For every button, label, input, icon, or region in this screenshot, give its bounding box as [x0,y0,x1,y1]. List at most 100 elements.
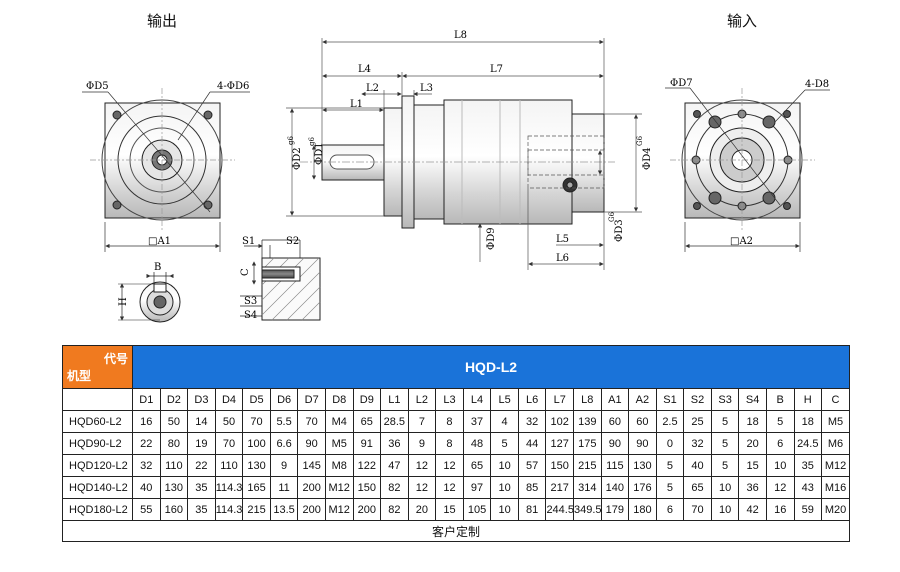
value-cell: 13.5 [269,498,299,521]
value-cell: 6.6 [269,432,299,455]
column-header-h: H [793,388,823,411]
dim-h: H [118,297,129,306]
value-cell: 35 [793,454,823,477]
column-header-l6: L6 [517,388,547,411]
value-cell: 70 [683,498,712,521]
value-cell: 140 [600,476,630,499]
value-cell: 70 [242,410,271,433]
dim-l5: L5 [556,234,569,245]
value-cell: 10 [490,454,519,477]
column-header-l7: L7 [545,388,574,411]
value-cell: 50 [159,410,189,433]
series-title: HQD-L2 [132,345,850,389]
value-cell: M12 [821,454,850,477]
value-cell: 42 [738,498,767,521]
column-header-d4: D4 [214,388,244,411]
value-cell: 200 [297,476,326,499]
value-cell: 70 [297,410,326,433]
column-header-l1: L1 [380,388,409,411]
value-cell: 5.5 [269,410,299,433]
value-cell: 0 [655,432,685,455]
value-cell: 176 [628,476,657,499]
dim-d6: 4-ΦD6 [217,81,249,92]
value-cell: 90 [628,432,657,455]
value-cell: 85 [517,476,547,499]
value-cell: 11 [269,476,299,499]
column-header-b: B [765,388,795,411]
value-cell: 314 [573,476,602,499]
value-cell: M20 [821,498,850,521]
column-header-d5: D5 [242,388,271,411]
column-header-l4: L4 [462,388,492,411]
column-header-s2: S2 [683,388,712,411]
model-cell: HQD120-L2 [62,454,133,477]
dim-a1: □A1 [148,236,171,247]
dim-l8: L8 [454,30,467,41]
value-cell: 160 [159,498,189,521]
value-cell: 90 [600,432,630,455]
dim-d7: ΦD7 [670,78,693,89]
value-cell: 349.5 [573,498,602,521]
dim-d8: 4-D8 [805,79,829,90]
value-cell: 12 [435,454,464,477]
value-cell: 80 [159,432,189,455]
value-cell: 100 [242,432,271,455]
dim-d5: ΦD5 [86,81,109,92]
value-cell: 32 [132,454,161,477]
value-cell: 97 [462,476,492,499]
dim-d2-tol: g6 [287,136,295,145]
dim-l7: L7 [490,64,503,75]
value-cell: 6 [765,432,795,455]
value-cell: 180 [628,498,657,521]
output-label: 输出 [147,12,178,30]
value-cell: 44 [517,432,547,455]
column-header-a1: A1 [600,388,630,411]
value-cell: 59 [793,498,823,521]
value-cell: 5 [710,454,740,477]
input-front-view [665,87,830,252]
drawing-svg: ΦD5 4-ΦD6 □A1 B H [82,30,830,323]
value-cell: 15 [435,498,464,521]
dim-d4-tol: G6 [636,135,644,146]
footer-row: 客户定制 [62,520,850,542]
column-header-a2: A2 [628,388,657,411]
shaft-end-view [118,272,181,323]
value-cell: 139 [573,410,602,433]
value-cell: 18 [738,410,767,433]
value-cell: 43 [793,476,823,499]
value-cell: 215 [573,454,602,477]
value-cell: 114.3 [214,498,244,521]
value-cell: 82 [380,498,409,521]
dim-d1-tol: g6 [308,137,316,146]
value-cell: 12 [407,454,437,477]
value-cell: 105 [462,498,492,521]
model-cell: HQD90-L2 [62,432,133,455]
column-header-d1: D1 [132,388,161,411]
value-cell: 15 [738,454,767,477]
value-cell: 16 [765,498,795,521]
value-cell: 24.5 [793,432,823,455]
column-header-d2: D2 [159,388,189,411]
value-cell: 165 [242,476,271,499]
value-cell: M12 [324,498,354,521]
value-cell: 115 [600,454,630,477]
value-cell: 14 [187,410,216,433]
dim-l6: L6 [556,253,569,264]
value-cell: 12 [407,476,437,499]
value-cell: 5 [655,476,685,499]
value-cell: 9 [407,432,437,455]
dim-d2: ΦD2 [292,147,303,170]
value-cell: 5 [710,410,740,433]
value-cell: M6 [821,432,850,455]
value-cell: 5 [655,454,685,477]
dim-d4: ΦD4 [642,147,653,170]
technical-drawing: 输出 输入 [82,12,830,323]
input-label: 输入 [727,12,758,30]
value-cell: 65 [352,410,382,433]
value-cell: 60 [600,410,630,433]
value-cell: 244.5 [545,498,574,521]
dim-d3: ΦD3 [614,219,625,242]
value-cell: 110 [214,454,244,477]
corner-model-label: 机型 [67,369,92,383]
